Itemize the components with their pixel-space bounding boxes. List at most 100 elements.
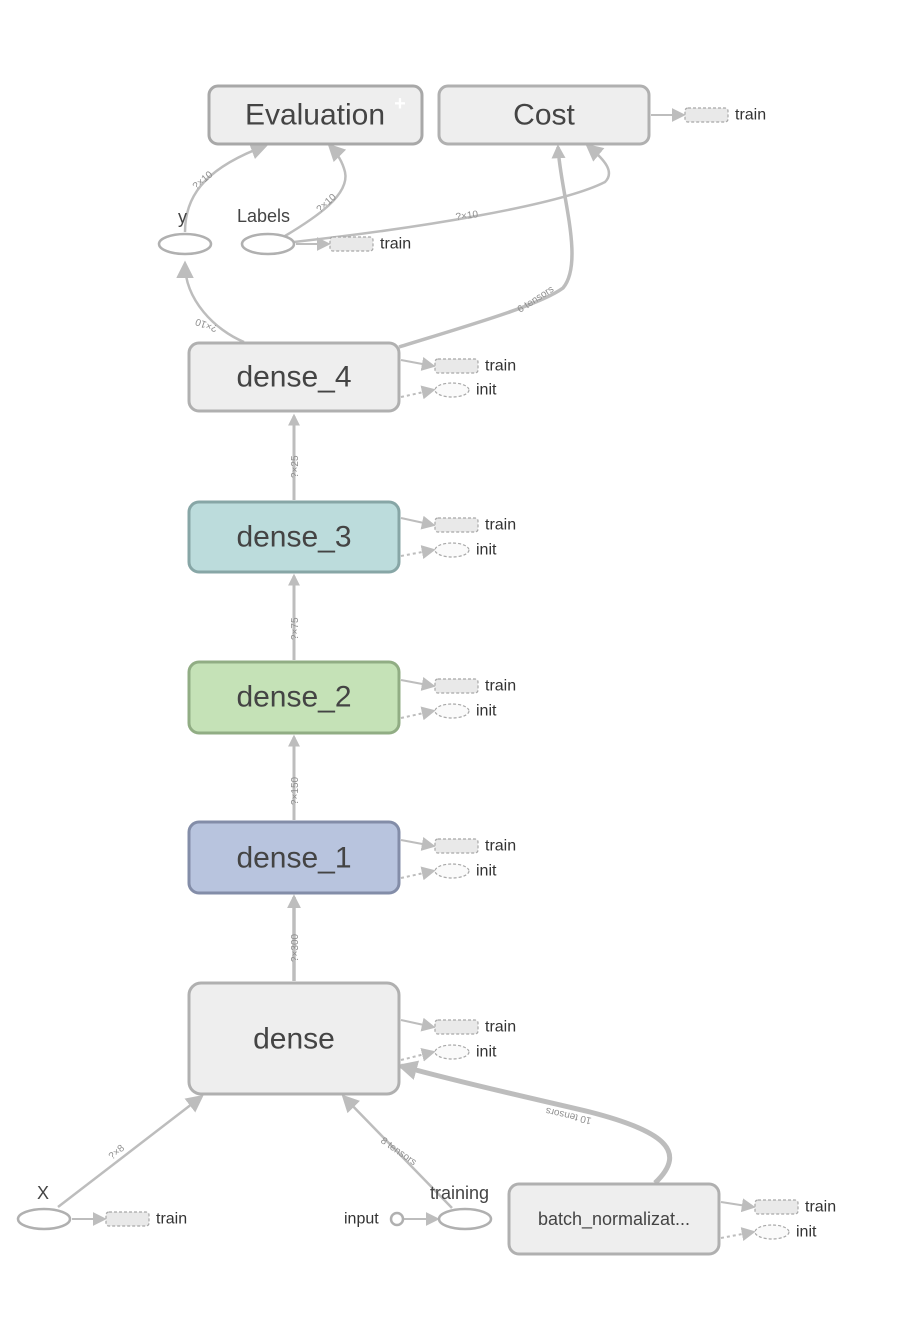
dense-3-train-badge[interactable]: train [434,517,516,534]
op-y-label: y [178,207,187,227]
dense-1-init-badge[interactable]: init [434,863,497,880]
dense-train-badge[interactable]: train [434,1019,516,1036]
node-dense-4-box[interactable] [187,341,401,413]
op-x-ellipse[interactable] [16,1207,72,1231]
dense-2-train-box[interactable] [434,678,479,694]
cost-train-badge[interactable]: train [684,107,766,124]
dense-1-to-train-edge[interactable] [400,837,436,851]
node-dense-2-box[interactable] [187,660,401,735]
dense-4-to-train-edge[interactable] [400,357,436,371]
edge-label-dense3-to-dense4: ?×25 [290,455,301,478]
edge-labels-to-evaluation[interactable] [284,143,347,238]
node-batch-normalization-box[interactable] [507,1182,721,1256]
edge-label-labels-to-cost: ?×10 [455,209,479,223]
node-dense-3[interactable]: dense_3 [187,500,401,574]
batch-normalization-init-badge[interactable]: init [754,1224,817,1241]
labels-train-box[interactable] [329,236,374,252]
node-cost[interactable]: Cost [437,84,651,146]
dense-2-init-badge[interactable]: init [434,703,497,720]
batch-normalization-to-init-edge[interactable] [720,1227,756,1241]
op-x[interactable]: X [16,1183,72,1231]
edge-label-training-to-dense: 8 tensors [378,1135,418,1168]
dense-1-train-badge[interactable]: train [434,838,516,855]
dense-3-init-badge[interactable]: init [434,542,497,559]
node-dense-1[interactable]: dense_1 [187,820,401,895]
dense-4-train-label: train [485,358,516,375]
labels-train-badge[interactable]: train [329,236,411,253]
dense-init-badge[interactable]: init [434,1044,497,1061]
dense-4-init-label: init [476,382,497,399]
dense-3-init-ellipse[interactable] [434,542,470,558]
dense-4-init-ellipse[interactable] [434,382,470,398]
dense-3-to-train-edge[interactable] [400,515,436,530]
dense-3-to-init-edge[interactable] [400,545,436,559]
batch-normalization-init-ellipse[interactable] [754,1224,790,1240]
dense-4-init-badge[interactable]: init [434,382,497,399]
dense-train-label: train [485,1019,516,1036]
dense-init-ellipse[interactable] [434,1044,470,1060]
expand-plus-icon[interactable]: + [394,93,406,115]
dense-1-to-init-edge[interactable] [400,866,436,881]
edge-x-to-dense[interactable] [57,1094,204,1208]
labels-train-label: train [380,236,411,253]
edge-dense4-to-y[interactable] [176,260,245,344]
dense-1-train-label: train [485,838,516,855]
node-dense-4[interactable]: dense_4 [187,341,401,413]
node-evaluation[interactable]: Evaluation + [207,84,424,146]
dense-2-init-ellipse[interactable] [434,703,470,719]
op-training-ellipse[interactable] [437,1207,493,1231]
dense-4-train-box[interactable] [434,358,479,374]
dense-to-train-edge[interactable] [400,1017,436,1032]
op-labels[interactable]: Labels [237,206,296,256]
node-cost-box[interactable] [437,84,651,146]
node-dense-3-label: dense_3 [236,521,351,554]
node-batch-normalization-label: batch_normalizat... [538,1209,690,1230]
dense-to-init-edge[interactable] [400,1047,436,1062]
node-batch-normalization[interactable]: batch_normalizat... [507,1182,721,1256]
node-evaluation-box[interactable] [207,84,424,146]
dense-2-to-train-edge[interactable] [400,677,436,691]
cost-train-box[interactable] [684,107,729,123]
edge-label-dense2-to-dense3: ?×75 [290,617,301,640]
batch-normalization-train-box[interactable] [754,1199,799,1215]
dense-4-train-badge[interactable]: train [434,358,516,375]
node-evaluation-label: Evaluation [245,99,385,132]
batch-normalization-train-label: train [805,1199,836,1216]
node-cost-label: Cost [513,99,575,132]
edge-dense4-to-cost[interactable] [398,144,574,349]
edge-training-to-dense[interactable] [341,1094,453,1209]
dense-init-label: init [476,1044,497,1061]
node-dense-1-box[interactable] [187,820,401,895]
op-y[interactable]: y [157,207,213,256]
batch-normalization-to-train-edge[interactable] [720,1198,756,1213]
x-train-box[interactable] [105,1211,150,1227]
node-dense-2-label: dense_2 [236,681,351,714]
node-dense-2[interactable]: dense_2 [187,660,401,735]
node-dense[interactable]: dense [187,981,401,1096]
op-y-ellipse[interactable] [157,232,213,256]
op-training[interactable]: training [430,1183,493,1231]
op-input[interactable]: input [344,1211,405,1228]
edge-y-to-evaluation[interactable] [183,142,269,233]
input-circle-icon[interactable] [389,1211,405,1227]
dense-train-box[interactable] [434,1019,479,1035]
dense-4-to-init-edge[interactable] [400,385,436,400]
dense-2-train-badge[interactable]: train [434,678,516,695]
edge-labels-to-cost[interactable] [293,143,611,244]
x-train-badge[interactable]: train [105,1211,187,1228]
node-dense-3-box[interactable] [187,500,401,574]
dense-2-init-label: init [476,703,497,720]
node-dense-box[interactable] [187,981,401,1096]
edge-label-y-to-evaluation: ?×10 [191,169,216,192]
edge-bn-to-dense[interactable] [397,1060,673,1185]
dense-2-to-init-edge[interactable] [400,706,436,721]
dense-1-train-box[interactable] [434,838,479,854]
dense-2-train-label: train [485,678,516,695]
dense-1-init-ellipse[interactable] [434,863,470,879]
dense-3-train-box[interactable] [434,517,479,533]
edge-label-labels-to-evaluation: ?×10 [315,192,339,216]
edge-label-dense-to-dense1: ?×300 [290,933,301,962]
op-input-label: input [344,1211,379,1228]
batch-normalization-train-badge[interactable]: train [754,1199,836,1216]
op-labels-ellipse[interactable] [240,232,296,256]
